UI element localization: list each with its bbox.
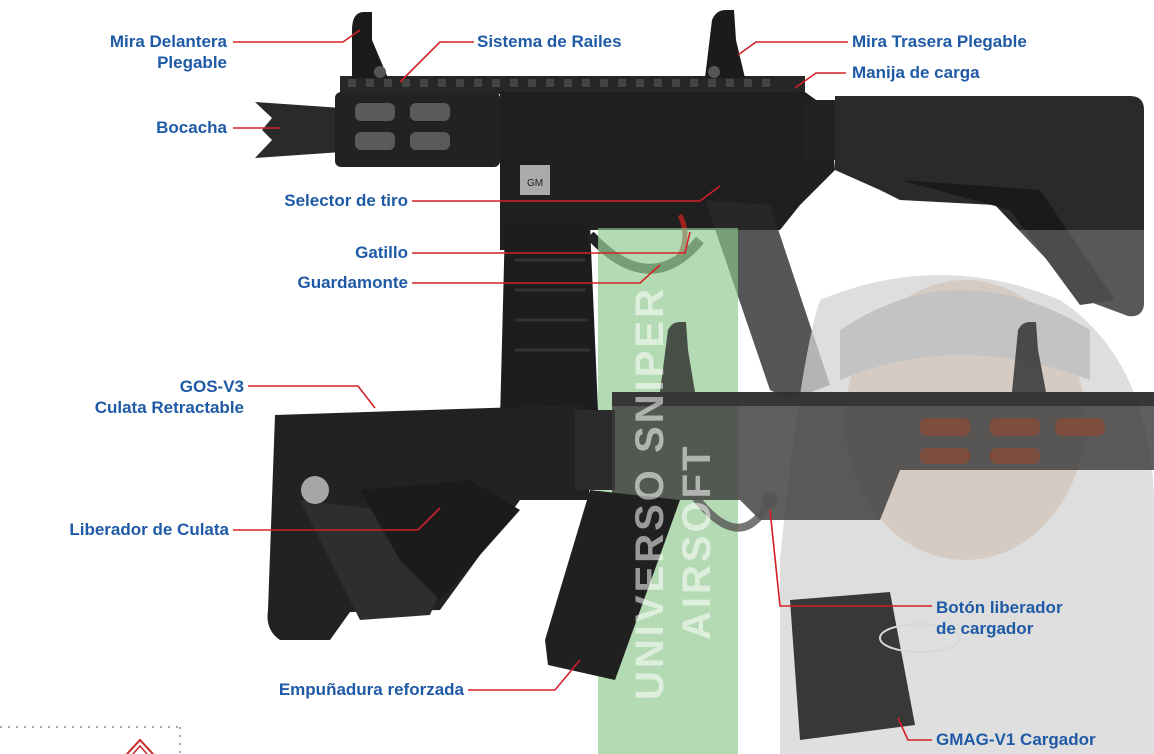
label-boton-liberador-line-1: Botón liberador: [936, 598, 1063, 617]
leader-guardamonte: [412, 264, 661, 284]
label-gos-v3: GOS-V3 Culata Retractable: [95, 376, 244, 418]
warning-triangle-icon: [126, 738, 154, 754]
svg-text:GM: GM: [527, 178, 543, 189]
label-liberador-culata: Liberador de Culata: [69, 520, 229, 539]
label-boton-liberador-line-2: de cargador: [936, 619, 1034, 638]
label-bocacha: Bocacha: [156, 118, 227, 137]
label-manija-carga: Manija de carga: [852, 63, 980, 82]
label-gatillo: Gatillo: [355, 243, 408, 262]
leader-manija-carga: [794, 72, 846, 89]
label-gmag: GMAG-V1 Cargador: [936, 730, 1096, 749]
watermark-line-2: AIRSOFT: [675, 443, 719, 640]
label-mira-delantera-line-2: Plegable: [157, 53, 227, 72]
leader-boton-liberador: [769, 509, 932, 607]
label-gos-v3-line-1: GOS-V3: [179, 377, 244, 396]
label-guardamonte: Guardamonte: [297, 273, 408, 292]
lower-rifle-illustration: [267, 322, 1154, 740]
leader-lines: [233, 29, 932, 741]
leader-selector-tiro: [412, 185, 721, 202]
label-empunadura: Empuñadura reforzada: [278, 680, 464, 699]
label-mira-trasera: Mira Trasera Plegable: [852, 32, 1027, 51]
leader-mira-trasera: [737, 41, 848, 56]
leader-empunadura: [468, 659, 581, 691]
highlight-ellipse: [879, 623, 961, 653]
label-selector-tiro: Selector de tiro: [284, 191, 408, 210]
leader-mira-delantera: [233, 29, 361, 43]
label-boton-liberador: Botón liberador de cargador: [936, 597, 1063, 639]
leader-gmag: [897, 717, 932, 741]
label-sistema-railes: Sistema de Railes: [477, 32, 622, 51]
watermark-line-1: UNIVERSO SNIPER: [628, 286, 672, 700]
label-mira-delantera-line-1: Mira Delantera: [109, 32, 227, 51]
label-mira-delantera: Mira Delantera Plegable: [110, 31, 227, 73]
upper-rifle-illustration: GM: [255, 10, 1144, 420]
leader-gos-v3: [248, 385, 376, 409]
leader-sistema-railes: [399, 41, 474, 83]
receiver-logo: GM: [520, 165, 550, 195]
label-gos-v3-line-2: Culata Retractable: [94, 398, 244, 417]
leader-liberador-culata: [233, 507, 441, 531]
leader-gatillo: [412, 231, 691, 254]
